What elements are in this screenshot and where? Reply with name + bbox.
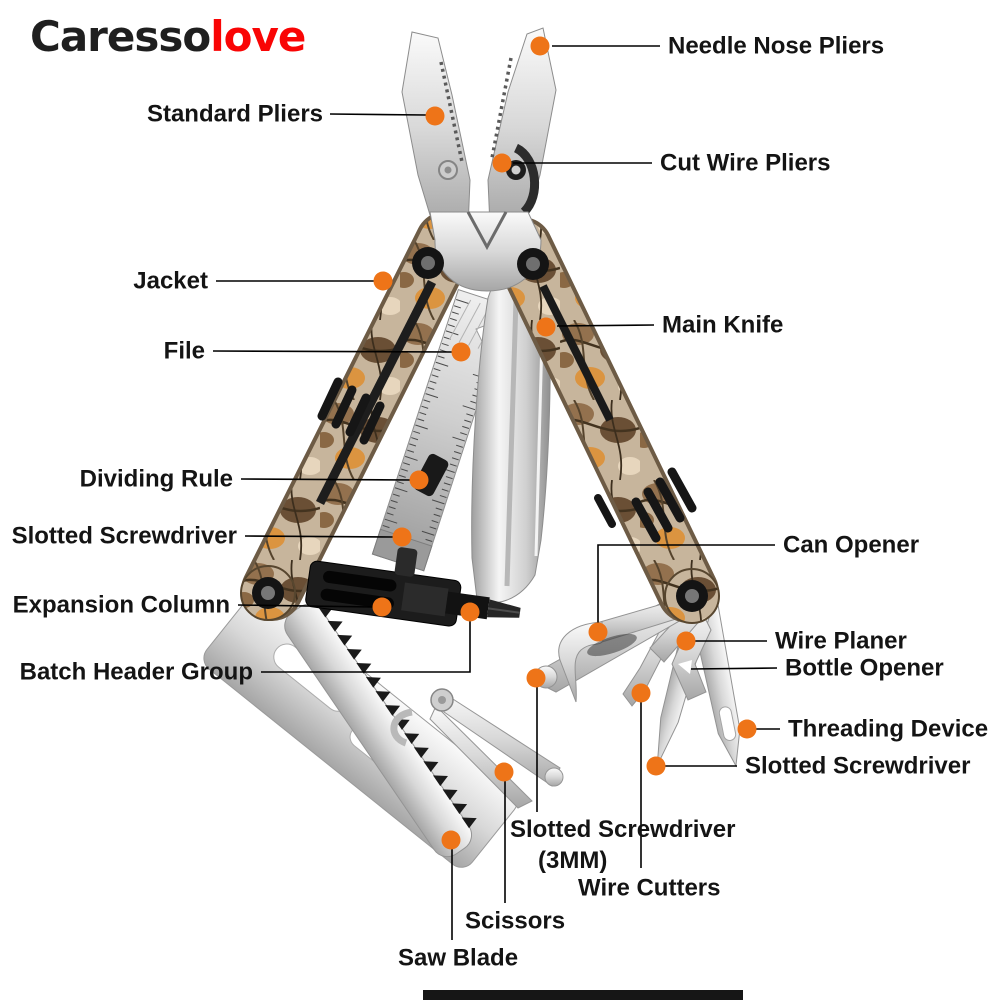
- bottle-opener-tool: [671, 602, 712, 701]
- scissors-spring: [390, 708, 413, 747]
- logo-part-black: Caresso: [30, 12, 211, 61]
- logo-part-red: love: [210, 12, 306, 61]
- bit-slot: [323, 570, 397, 592]
- left-handle-slots: [317, 377, 385, 445]
- pivot-notch: [466, 211, 508, 251]
- main-knife-tool: [471, 269, 551, 604]
- threading-eye-hole: [718, 706, 737, 741]
- left-jaw: [401, 31, 471, 229]
- handle-liner: [315, 279, 437, 506]
- handle-slots-upper: [594, 494, 616, 528]
- right-tool-cluster: [534, 587, 741, 768]
- wire-cutter-lever: [513, 143, 540, 216]
- next-image-edge: [423, 990, 743, 1000]
- left-jaw-serration: [439, 61, 464, 163]
- bit-collar: [401, 582, 449, 617]
- can-opener-shadow: [587, 633, 637, 657]
- brand-logo: Caressolove: [30, 12, 306, 61]
- spare-bit: [394, 547, 418, 577]
- scissors-tool: [390, 688, 564, 809]
- handle-liner: [539, 284, 614, 422]
- right-jaw-serration: [490, 57, 513, 159]
- knife-groove: [504, 299, 519, 587]
- right-handle: [491, 217, 719, 623]
- bottle-opener-notch: [678, 660, 692, 674]
- handle-slots: [631, 467, 697, 543]
